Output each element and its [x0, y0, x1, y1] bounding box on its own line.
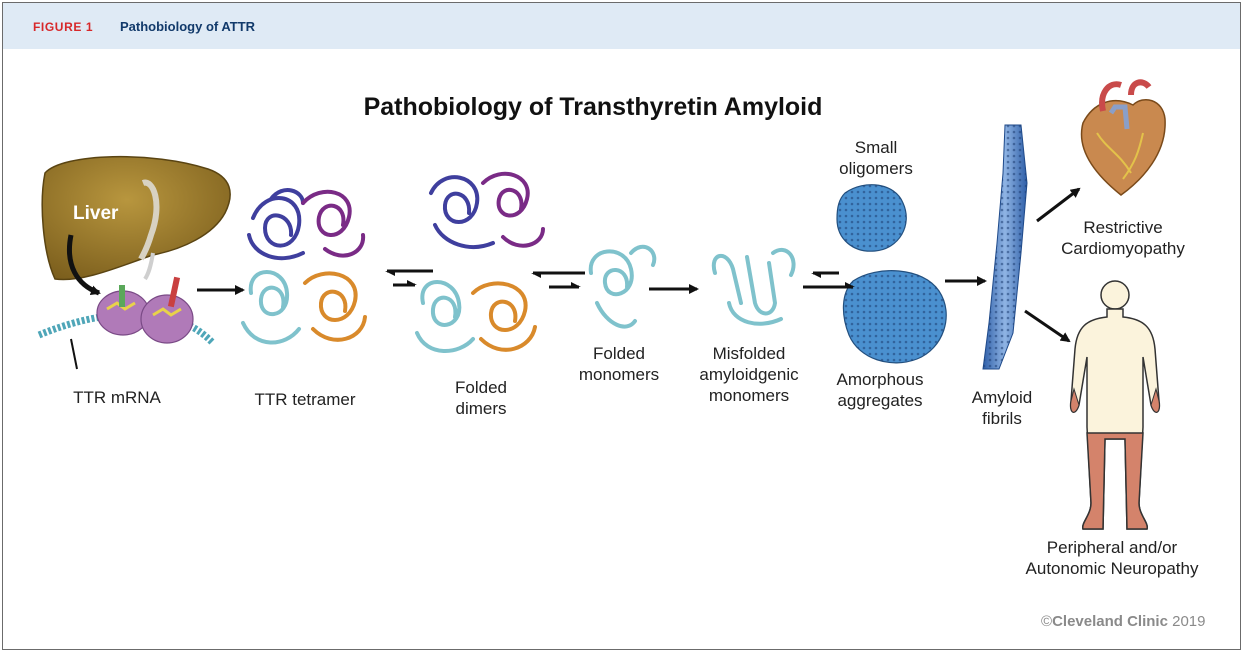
figure-header: FIGURE 1 Pathobiology of ATTR	[3, 3, 1240, 49]
pathway-illustration	[37, 79, 1166, 530]
liver-arrow-icon	[67, 234, 101, 296]
label-small-oligomers: Small oligomers	[839, 138, 913, 178]
copyright-year: 2019	[1172, 613, 1206, 630]
misfolded-monomer-icon	[711, 247, 796, 326]
label-folded-dimers: Folded dimers	[455, 378, 507, 418]
amorphous-aggregate-icon	[842, 270, 947, 364]
label-amyloid-fibrils: Amyloid fibrils	[971, 388, 1033, 428]
folded-dimers-icon	[415, 171, 545, 353]
small-oligomer-icon	[836, 184, 907, 252]
mrna-ribosome-icon	[37, 276, 216, 370]
copyright-notice: ©Cleveland Clinic 2019	[1041, 613, 1205, 630]
label-folded-monomers: Folded monomers	[578, 344, 660, 384]
copyright-symbol: ©	[1041, 613, 1053, 630]
arrow-fibril-to-nerves-icon	[1024, 309, 1071, 343]
liver-icon	[41, 155, 231, 281]
heart-icon	[1080, 79, 1166, 196]
arrow-fibril-to-heart-icon	[1036, 187, 1081, 223]
amyloid-fibril-icon	[982, 124, 1028, 370]
label-misfolded-monomers: Misfolded amyloidgenic monomers	[699, 344, 799, 405]
diagram-title: Pathobiology of Transthyretin Amyloid	[363, 93, 823, 121]
ttr-tetramer-icon	[241, 188, 367, 345]
label-amorphous-aggregates: Amorphous aggregates	[836, 370, 924, 410]
liver-label: Liver	[73, 203, 119, 224]
copyright-brand: Cleveland Clinic	[1052, 613, 1168, 630]
label-ttr-mrna: TTR mRNA	[73, 388, 161, 407]
human-body-icon	[1069, 280, 1161, 530]
figure-title: Pathobiology of ATTR	[120, 19, 256, 34]
folded-monomer-icon	[588, 244, 657, 329]
pathway-arrows	[197, 187, 1081, 343]
label-neuropathy: Peripheral and/or Autonomic Neuropathy	[1025, 538, 1199, 578]
label-restrictive-cardiomyopathy: Restrictive Cardiomyopathy	[1061, 218, 1185, 258]
label-ttr-tetramer: TTR tetramer	[254, 390, 356, 409]
figure-number: FIGURE 1	[33, 20, 94, 34]
